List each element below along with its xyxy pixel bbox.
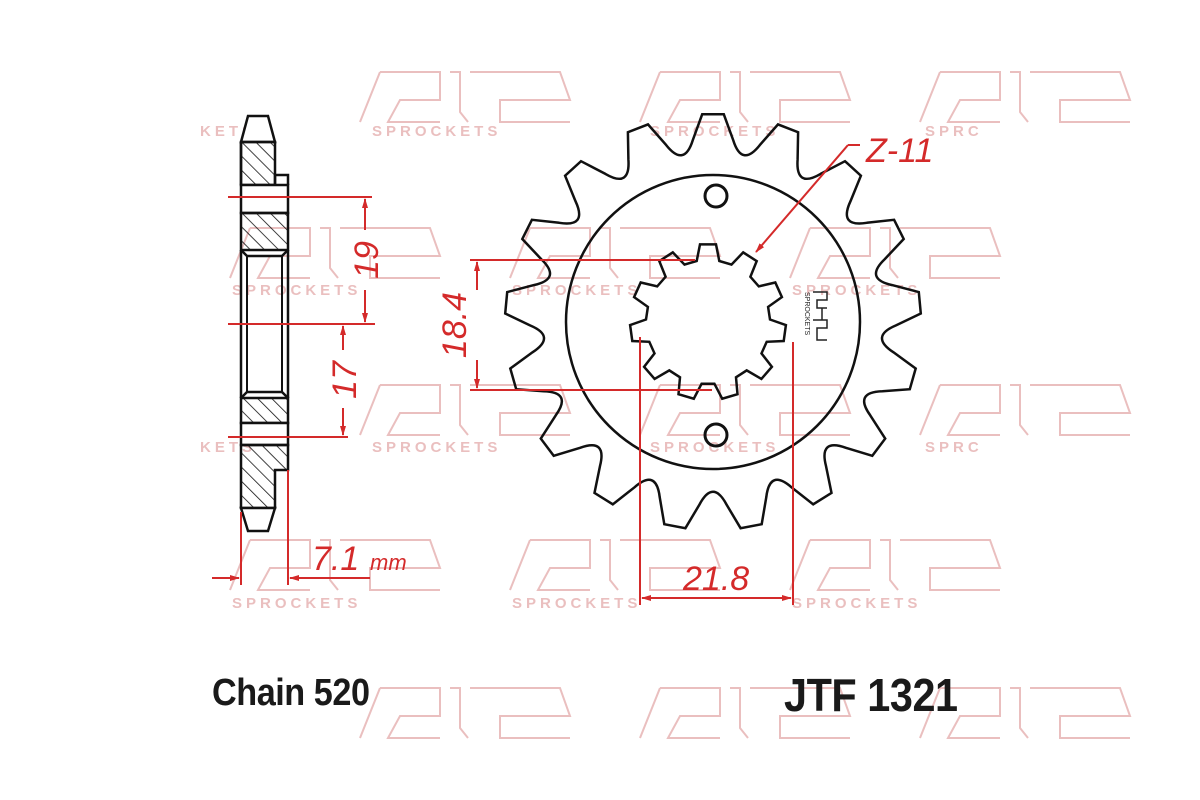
svg-text:SPROCKETS: SPROCKETS bbox=[650, 123, 779, 140]
bolt-hole-top bbox=[703, 183, 729, 209]
front-dimensions bbox=[470, 144, 860, 605]
dim-inner-major: 21.8 bbox=[682, 560, 749, 598]
svg-text:KETS: KETS bbox=[200, 123, 256, 140]
svg-text:KETS: KETS bbox=[200, 439, 256, 456]
dim-thickness: 7.1 bbox=[312, 540, 359, 578]
svg-text:SPROCKETS: SPROCKETS bbox=[650, 439, 779, 456]
front-view: SPROCKETS bbox=[503, 113, 923, 530]
center-logo: SPROCKETS bbox=[803, 291, 828, 341]
watermark-row-4: SPROCKETS SPROCKETS SPROCKETS bbox=[229, 539, 1001, 612]
svg-text:SPROCKETS: SPROCKETS bbox=[232, 595, 361, 612]
svg-text:SPROCKETS: SPROCKETS bbox=[803, 292, 810, 336]
svg-text:SPROCKETS: SPROCKETS bbox=[792, 595, 921, 612]
dim-thickness-unit: mm bbox=[370, 550, 407, 575]
svg-text:SPROCKETS: SPROCKETS bbox=[792, 282, 921, 299]
svg-text:SPRC: SPRC bbox=[925, 123, 983, 140]
watermark-row-1: KETS SPROCKETS SPROCKETS SPRC bbox=[200, 71, 1131, 140]
watermark-grid: KETS SPROCKETS SPROCKETS SPRC SPROCKETS … bbox=[200, 71, 1131, 739]
svg-text:SPROCKETS: SPROCKETS bbox=[372, 123, 501, 140]
side-top-tooth bbox=[239, 114, 277, 144]
svg-text:SPROCKETS: SPROCKETS bbox=[512, 282, 641, 299]
side-dimensions bbox=[212, 196, 375, 585]
watermark-row-2: SPROCKETS SPROCKETS SPROCKETS bbox=[229, 227, 1001, 299]
watermark-row-3: KETS SPROCKETS SPROCKETS SPRC bbox=[200, 384, 1131, 456]
side-bottom-tooth bbox=[239, 506, 277, 533]
sprocket-outline bbox=[503, 113, 923, 530]
svg-text:SPRC: SPRC bbox=[925, 439, 983, 456]
watermark-row-5 bbox=[359, 687, 1131, 739]
bolt-hole-bottom bbox=[703, 422, 729, 448]
svg-text:SPROCKETS: SPROCKETS bbox=[232, 282, 361, 299]
chain-size-label: Chain 520 bbox=[212, 672, 370, 714]
hub-circle bbox=[564, 173, 862, 471]
spline-outline bbox=[628, 243, 788, 401]
dim-upper-spline: 19 bbox=[348, 241, 386, 279]
svg-text:SPROCKETS: SPROCKETS bbox=[372, 439, 501, 456]
dim-lower-spline: 17 bbox=[326, 360, 364, 399]
dim-spline-count: Z-11 bbox=[865, 132, 933, 170]
svg-text:SPROCKETS: SPROCKETS bbox=[512, 595, 641, 612]
dim-inner-minor: 18.4 bbox=[436, 292, 474, 358]
part-number-label: JTF 1321 bbox=[784, 669, 958, 721]
